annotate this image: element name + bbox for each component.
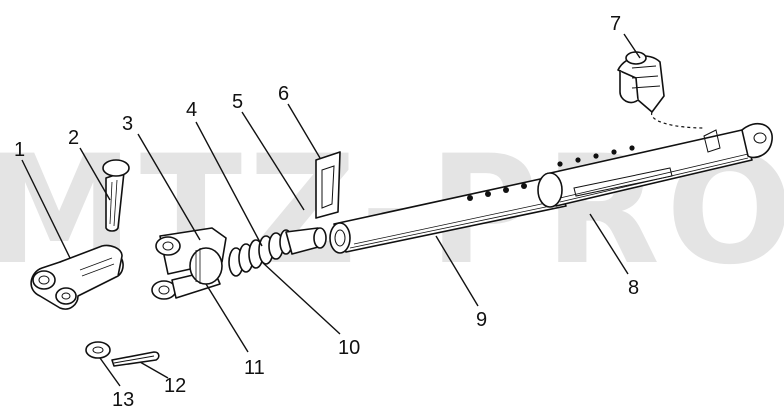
callout-4: 4: [186, 99, 197, 121]
callout-7: 7: [610, 13, 621, 35]
callout-10: 10: [338, 337, 360, 359]
part-2-pin: [102, 159, 130, 232]
callout-11: 11: [244, 357, 265, 379]
callout-1: 1: [14, 139, 25, 161]
leader-lines: [21, 33, 641, 387]
part-4-spring: [228, 227, 327, 277]
callout-3: 3: [122, 113, 133, 135]
callout-5: 5: [232, 91, 243, 113]
callout-12: 12: [164, 375, 186, 397]
part-7-clip: [617, 51, 705, 129]
callout-9: 9: [476, 309, 487, 331]
callout-2: 2: [68, 127, 79, 149]
callout-13: 13: [112, 389, 134, 411]
part-13-washer: [85, 341, 111, 359]
part-12-cotter-pin: [111, 351, 160, 367]
part-1-fork-yoke: [30, 244, 124, 310]
callout-6: 6: [278, 83, 289, 105]
callout-8: 8: [628, 277, 639, 299]
part-6-plate: [315, 151, 341, 219]
part-8-inner-sleeve: [537, 122, 773, 208]
part-3-clevis: [151, 227, 227, 300]
